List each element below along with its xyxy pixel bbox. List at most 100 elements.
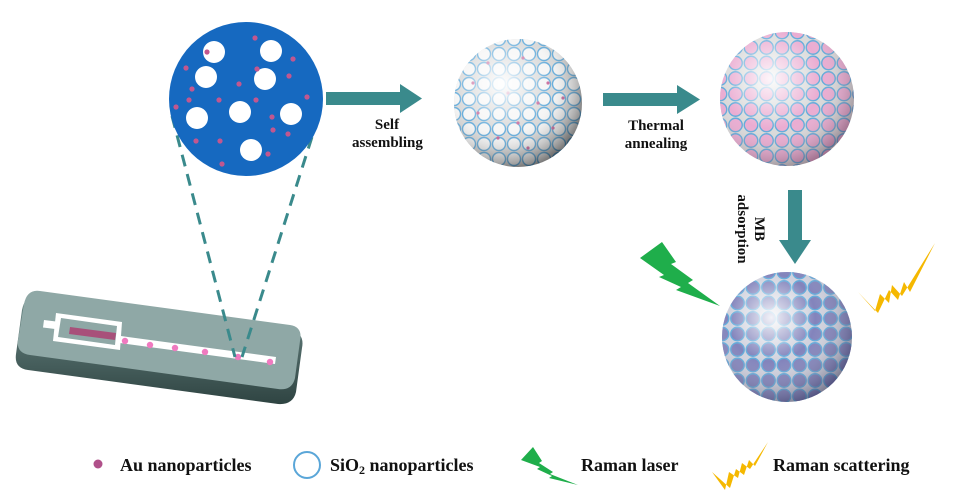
legend-raman-scattering-label: Raman scattering <box>773 455 910 475</box>
yellow-lightning-icon <box>712 442 768 490</box>
sio2-particle <box>700 281 714 295</box>
zoom-line-left <box>170 115 237 358</box>
sio2-particle <box>730 388 745 402</box>
legend-sio2-main: SiO <box>330 455 360 475</box>
sio2-particle <box>454 151 462 167</box>
sio2-particle <box>700 389 714 403</box>
sio2-particle <box>581 39 582 47</box>
sio2-particle <box>722 373 730 388</box>
sio2-particle <box>698 87 712 101</box>
sio2-particle <box>700 343 714 357</box>
sio2-particle <box>855 312 869 326</box>
au-dot <box>286 73 292 79</box>
sio2-particle <box>722 295 730 311</box>
sio2-particle <box>551 166 567 167</box>
sio2-particle <box>566 39 582 47</box>
sio2-particle <box>700 312 714 326</box>
au-dot <box>252 35 258 41</box>
au-dot <box>219 161 225 167</box>
chip-au-dot <box>146 341 154 349</box>
sio2-particle <box>852 55 854 71</box>
sio2-particle <box>454 136 462 152</box>
sio2-particle <box>720 133 728 148</box>
sio2-particle <box>478 18 491 31</box>
sio2-particle <box>433 108 446 121</box>
arrow-self-assembling <box>326 84 422 113</box>
step-label-line1: MB <box>751 216 767 242</box>
step-label-thermal-annealing: Thermal annealing <box>616 117 696 153</box>
sio2-particle <box>762 405 776 419</box>
sio2-particle <box>568 18 581 31</box>
sio2-hole <box>203 41 225 63</box>
sio2-particle <box>839 405 853 419</box>
sio2-particle <box>821 164 836 166</box>
sio2-particle <box>581 91 582 107</box>
sio2-particle <box>824 405 838 419</box>
sio2-hole <box>254 68 276 90</box>
sio2-particle <box>700 374 714 388</box>
sio2-particle <box>855 250 869 264</box>
sio2-particle <box>433 93 446 106</box>
sio2-particle <box>720 32 728 40</box>
sio2-particle <box>853 10 867 24</box>
sio2-particle <box>698 118 712 132</box>
sio2-particle <box>855 389 869 403</box>
au-dot <box>173 104 179 110</box>
sio2-particle <box>793 405 807 419</box>
sio2-particle <box>698 10 712 24</box>
sio2-particle <box>729 10 743 24</box>
sio2-particle <box>433 63 446 76</box>
sio2-particle <box>824 250 838 264</box>
sio2-particle <box>581 136 582 152</box>
sio2-particle <box>852 40 854 55</box>
au-sio2-mixture-circle <box>169 22 323 176</box>
au-dot <box>183 65 189 71</box>
sio2-particle <box>855 281 869 295</box>
self-assembled-sphere <box>433 18 582 167</box>
sio2-particle <box>852 133 854 148</box>
sio2-particle <box>790 164 805 166</box>
sio2-particle <box>461 166 477 167</box>
sio2-particle <box>433 18 446 31</box>
sio2-particle <box>476 166 492 167</box>
sio2-particle <box>454 61 462 77</box>
sio2-hole <box>229 101 251 123</box>
sio2-ring-icon <box>293 451 321 479</box>
chip-au-dot <box>171 344 179 352</box>
sio2-particle <box>581 106 582 122</box>
au-dot <box>285 131 291 137</box>
raman-scattering-bolt-icon <box>858 243 935 313</box>
sio2-particle <box>433 78 446 91</box>
sio2-particle <box>838 373 852 388</box>
au-dot <box>193 138 199 144</box>
sio2-particle <box>808 405 822 419</box>
sio2-particle <box>508 18 521 31</box>
sio2-particle <box>700 250 714 264</box>
sio2-particle <box>536 166 552 167</box>
sio2-particle <box>722 272 730 280</box>
sio2-particle <box>855 374 869 388</box>
sio2-particle <box>551 39 567 47</box>
sio2-particle <box>855 265 869 279</box>
sio2-particle <box>852 86 854 102</box>
sio2-particle <box>523 18 536 31</box>
chip-au-dot <box>266 358 274 366</box>
sio2-particle <box>698 41 712 55</box>
sio2-particle <box>506 166 522 167</box>
sio2-particle <box>566 151 582 167</box>
sio2-particle <box>836 164 852 166</box>
sio2-particle <box>855 405 869 419</box>
chip-au-dot <box>234 353 242 361</box>
sio2-particle <box>852 164 854 166</box>
step-label-line2: adsorption <box>734 194 750 264</box>
mb-adsorbed-sphere <box>700 250 869 419</box>
au-dot-icon <box>93 459 103 469</box>
au-dot <box>186 97 192 103</box>
sio2-particle <box>713 10 727 24</box>
sio2-particle <box>581 121 582 137</box>
sio2-particle <box>775 10 789 24</box>
sio2-particle <box>448 18 461 31</box>
sio2-particle <box>698 165 712 179</box>
sio2-particle <box>746 405 760 419</box>
sio2-particle <box>433 123 446 136</box>
